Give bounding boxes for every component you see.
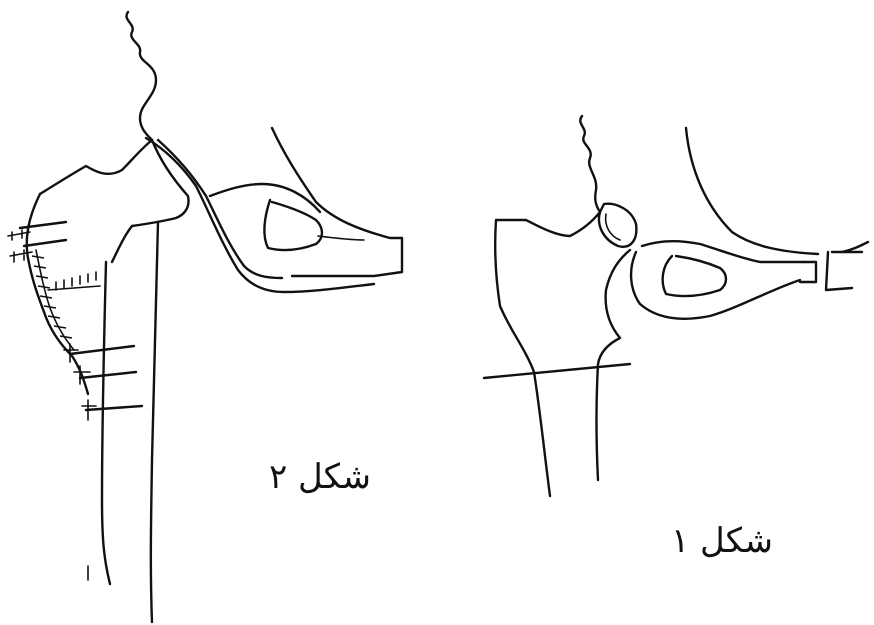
figure-2-sketch <box>8 12 402 622</box>
figure-2-caption: شکل ۲ <box>269 457 371 497</box>
figure-1-sketch <box>484 116 868 496</box>
figure-1-caption: شکل ۱ <box>671 521 773 561</box>
